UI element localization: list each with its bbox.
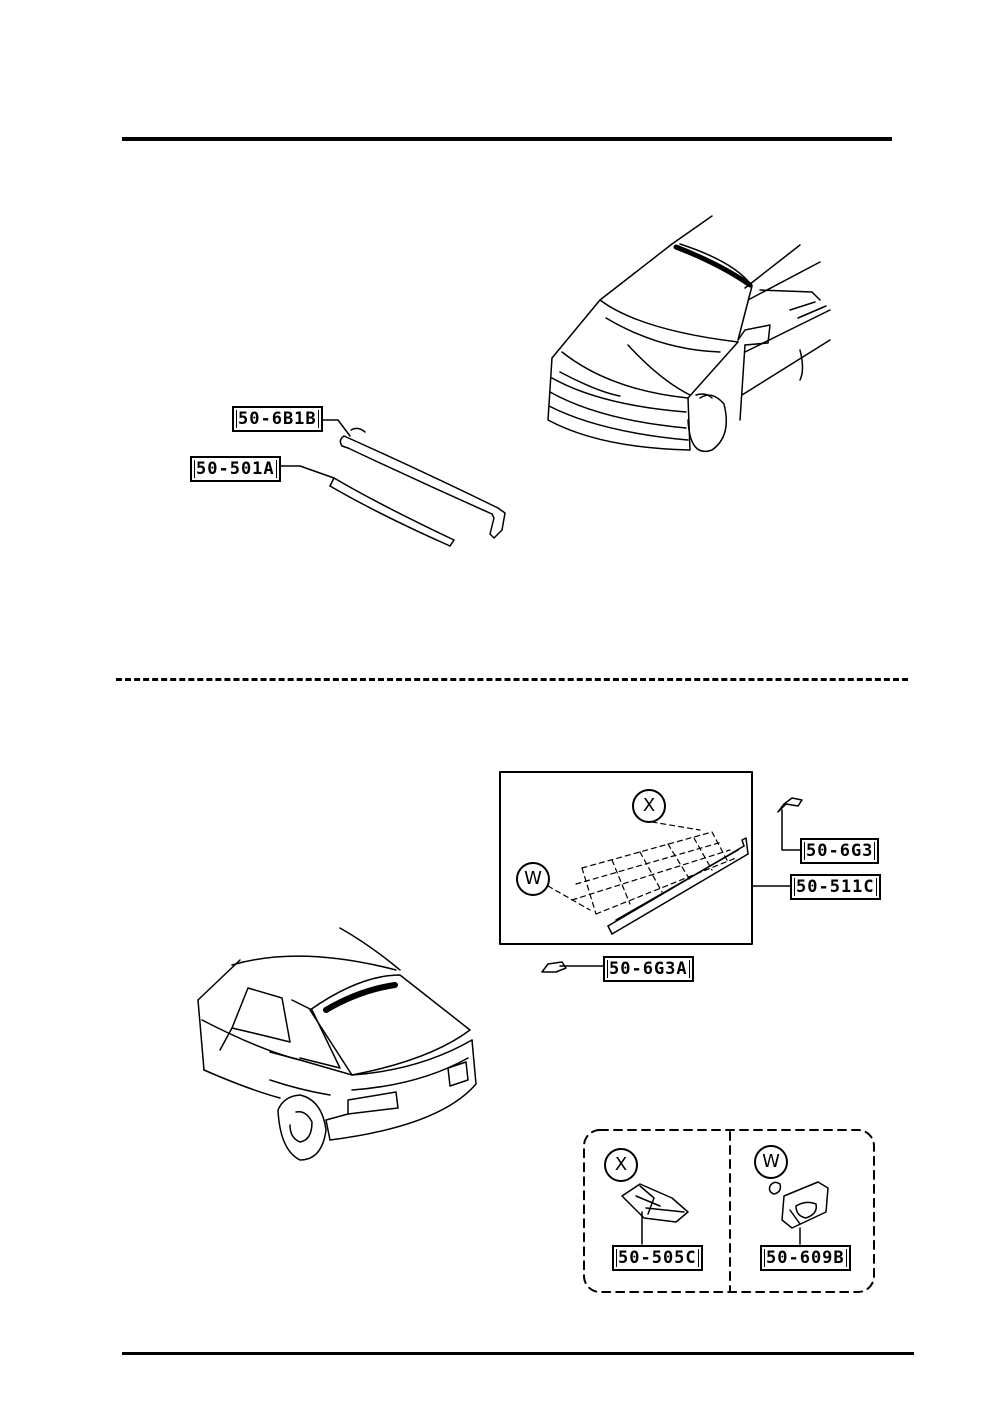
windshield-molding-part <box>279 419 506 547</box>
callout-x-marker: X <box>632 789 666 823</box>
top-rule <box>122 137 892 141</box>
rear-window-molding-part-number: 50-511C <box>790 874 881 900</box>
front-car-illustration <box>547 215 831 453</box>
bottom-rule <box>122 1352 914 1355</box>
clip-x-part-number: 50-505C <box>612 1245 703 1271</box>
upper-clip-part-number: 50-6G3 <box>800 838 880 864</box>
lower-clip-part-number: 50-6G3A <box>603 956 694 982</box>
section-divider <box>116 678 908 681</box>
callout-w-marker: W <box>516 862 550 896</box>
windshield-dam-part-number: 50-501A <box>190 456 281 482</box>
clip-w-part-number: 50-609B <box>760 1245 851 1271</box>
detail-x-marker: X <box>604 1148 638 1182</box>
detail-w-marker: W <box>754 1145 788 1179</box>
windshield-molding-part-number: 50-6B1B <box>232 406 323 432</box>
